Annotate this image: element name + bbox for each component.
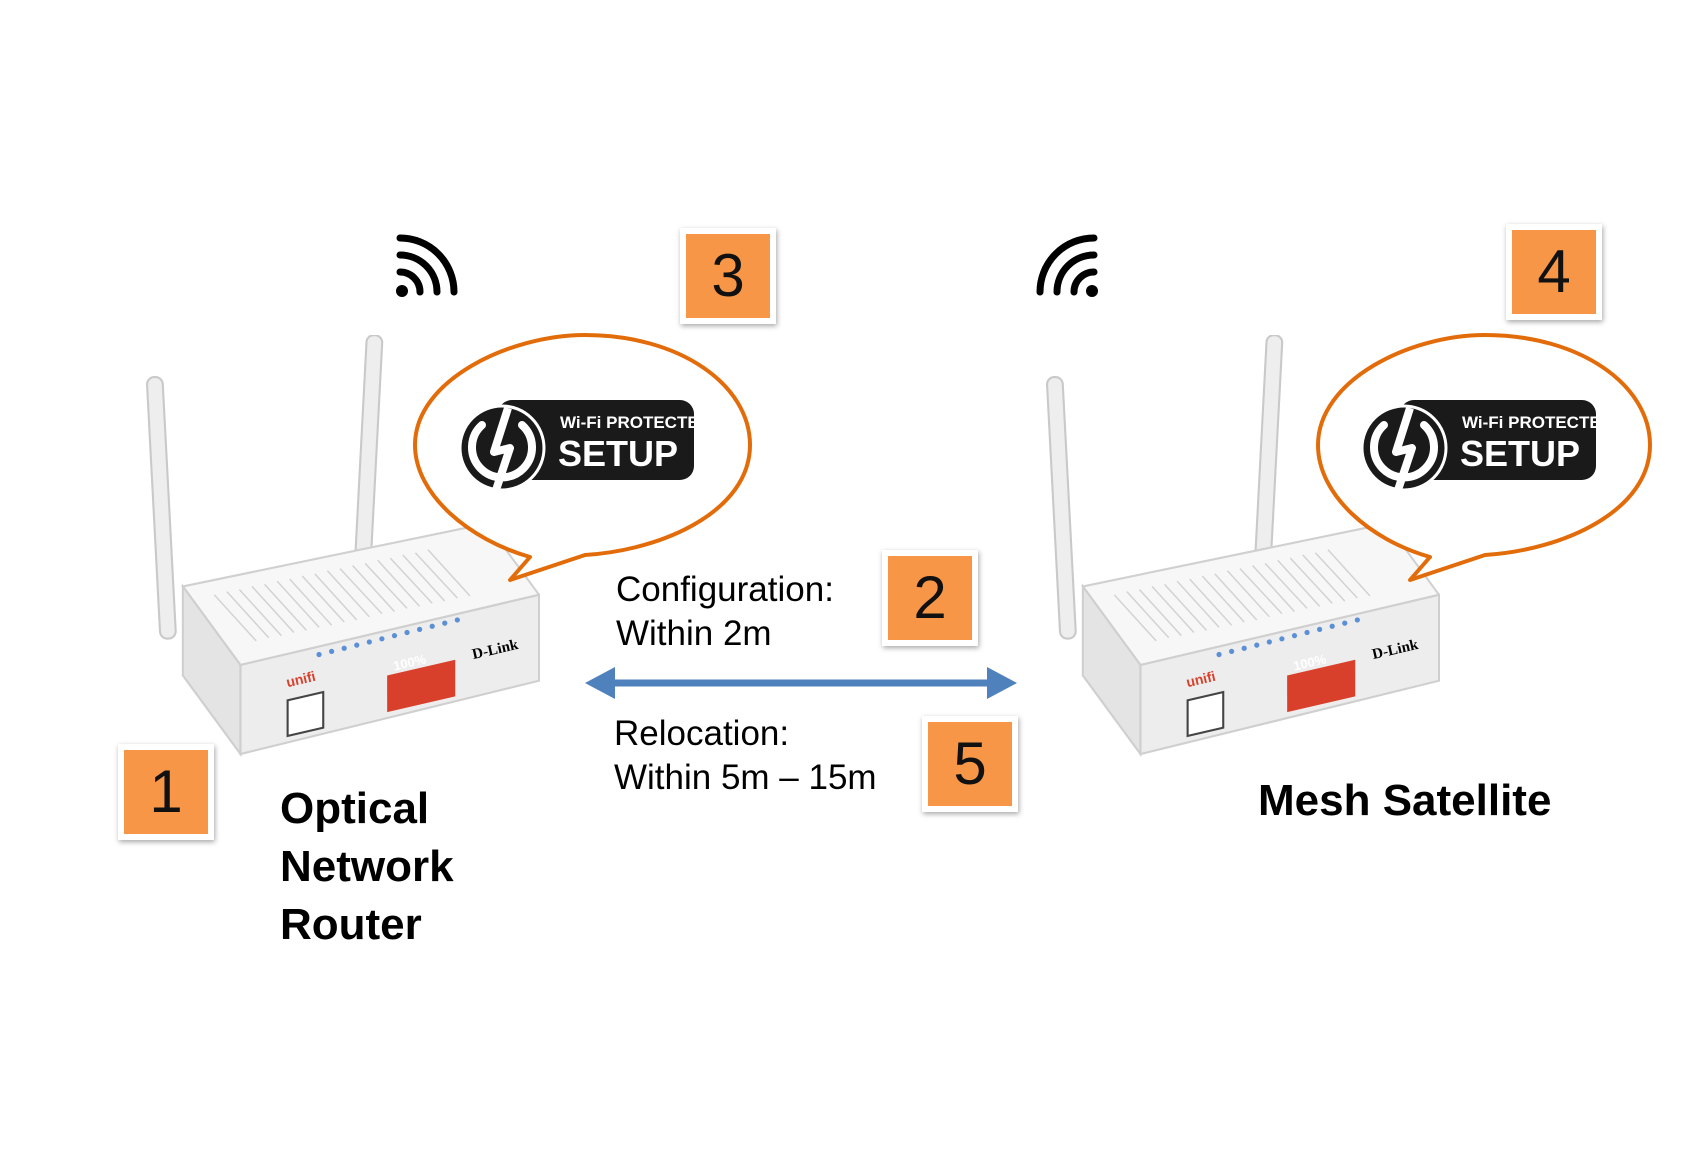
wps-line2: SETUP	[558, 433, 678, 474]
step-badge-4: 4	[1506, 224, 1602, 320]
relocation-title: Relocation:	[614, 714, 790, 753]
double-arrow-icon	[585, 667, 1017, 699]
step-badge-2: 2	[882, 550, 978, 646]
step-badge-5: 5	[922, 716, 1018, 812]
wps-power-arrows-icon	[1360, 404, 1448, 492]
configuration-distance: Configuration: Within 2m	[616, 568, 834, 656]
wps-line1: Wi-Fi PROTECTED	[560, 413, 711, 432]
step-badge-3: 3	[680, 228, 776, 324]
wps-line2: SETUP	[1460, 433, 1580, 474]
router-label-line: Network	[280, 842, 454, 891]
wps-line1: Wi-Fi PROTECTED	[1462, 413, 1613, 432]
step-badge-1: 1	[118, 744, 214, 840]
relocation-range: Within 5m – 15m	[614, 758, 877, 797]
wps-logo: Wi-Fi PROTECTED SETUP	[1360, 400, 1613, 492]
wps-logo: Wi-Fi PROTECTED SETUP	[458, 400, 711, 492]
wifi-signal-icon	[396, 234, 458, 297]
router-label-line: Router	[280, 900, 422, 949]
wifi-signal-icon	[1036, 234, 1098, 297]
satellite-label: Mesh Satellite	[1258, 776, 1552, 825]
relocation-distance: Relocation: Within 5m – 15m	[614, 712, 877, 800]
configuration-range: Within 2m	[616, 614, 772, 653]
wps-power-arrows-icon	[458, 404, 546, 492]
router-label: Optical Network Router	[280, 780, 454, 954]
configuration-title: Configuration:	[616, 570, 834, 609]
router-label-line: Optical	[280, 784, 430, 833]
